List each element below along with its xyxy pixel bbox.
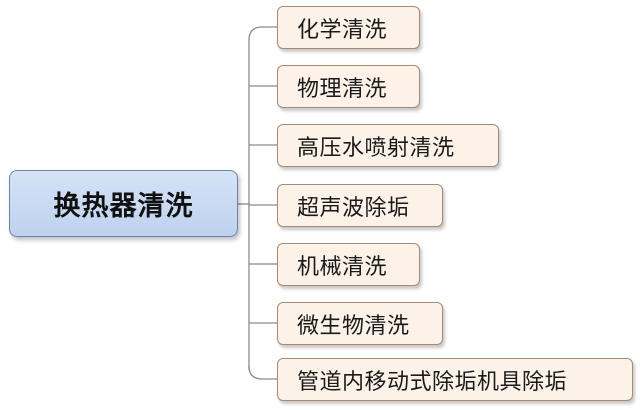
branch-node-in-pipe-mobile-descaler[interactable]: 管道内移动式除垢机具除垢 <box>277 358 633 401</box>
branch-node-label: 超声波除垢 <box>297 195 410 221</box>
branch-node-label: 高压水喷射清洗 <box>297 135 455 161</box>
branch-node-label: 物理清洗 <box>297 76 388 102</box>
root-node[interactable]: 换热器清洗 <box>9 170 238 237</box>
branch-node-high-pressure-water-jet[interactable]: 高压水喷射清洗 <box>277 124 499 167</box>
branch-node-label: 管道内移动式除垢机具除垢 <box>297 369 568 395</box>
root-node-label: 换热器清洗 <box>53 191 194 222</box>
branch-node-label: 化学清洗 <box>297 17 388 43</box>
branch-node-chemical-cleaning[interactable]: 化学清洗 <box>277 6 420 49</box>
connector-branch-6 <box>248 365 277 380</box>
branch-node-mechanical-cleaning[interactable]: 机械清洗 <box>277 243 420 286</box>
branch-node-ultrasonic-descaling[interactable]: 超声波除垢 <box>277 184 443 227</box>
connector-branch-0 <box>248 26 277 41</box>
branch-node-physical-cleaning[interactable]: 物理清洗 <box>277 65 420 108</box>
branch-node-label: 机械清洗 <box>297 254 388 280</box>
branch-node-microbial-cleaning[interactable]: 微生物清洗 <box>277 302 443 345</box>
branch-node-label: 微生物清洗 <box>297 313 410 339</box>
